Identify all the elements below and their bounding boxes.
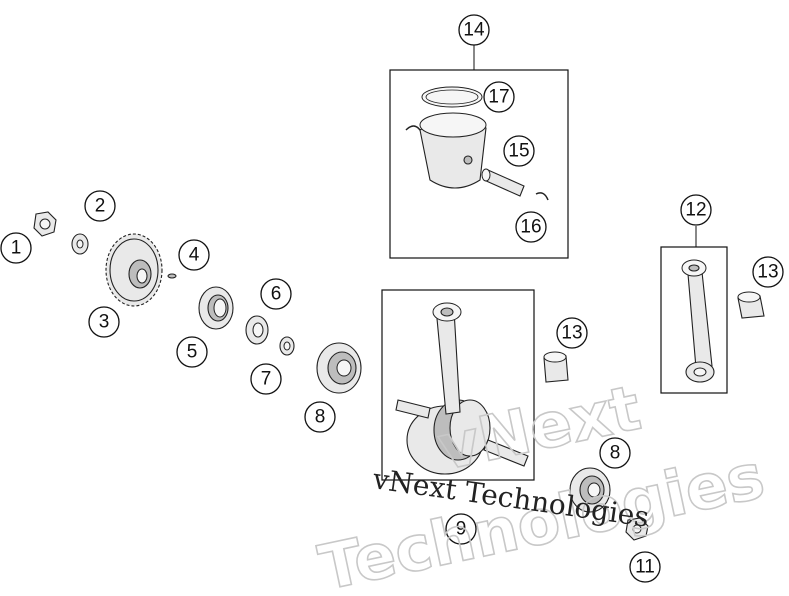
part-connecting-rod [681, 259, 715, 383]
part-key [167, 273, 177, 279]
svg-text:13: 13 [561, 323, 582, 344]
piston-group-frame [389, 69, 569, 259]
part-nut-right [625, 517, 649, 541]
svg-text:14: 14 [463, 20, 485, 41]
svg-text:2: 2 [95, 196, 106, 217]
part-piston-pin [481, 168, 525, 197]
callout-2: 2 [84, 190, 116, 222]
conrod-group-frame [660, 246, 728, 394]
part-primary-gear [105, 233, 163, 307]
svg-text:7: 7 [261, 369, 272, 390]
svg-text:17: 17 [488, 87, 509, 108]
part-bearing-left [316, 342, 362, 394]
svg-text:1: 1 [11, 238, 22, 259]
svg-text:8: 8 [315, 407, 326, 428]
svg-text:4: 4 [189, 245, 200, 266]
svg-text:8: 8 [610, 443, 621, 464]
svg-text:3: 3 [99, 312, 110, 333]
callout-15: 15 [503, 135, 535, 167]
callout-17: 17 [483, 81, 515, 113]
callout-13-right: 13 [752, 256, 784, 288]
svg-text:16: 16 [520, 217, 541, 238]
callout-5: 5 [176, 336, 208, 368]
svg-text:11: 11 [635, 557, 655, 578]
part-shim [245, 315, 269, 345]
part-piston [419, 112, 487, 189]
callout-11: 11 [629, 551, 661, 583]
part-bearing-right [569, 467, 611, 513]
part-piston-clip-left [405, 125, 421, 131]
crankshaft-group-frame [381, 289, 535, 481]
svg-text:9: 9 [456, 519, 467, 540]
part-nut [33, 211, 57, 237]
part-shaft-seal [198, 286, 234, 330]
callout-12: 12 [680, 194, 712, 226]
callout-6: 6 [260, 278, 292, 310]
svg-text:13: 13 [757, 262, 778, 283]
svg-text:12: 12 [685, 200, 706, 221]
callout-14: 14 [458, 14, 490, 46]
part-crankshaft [395, 302, 529, 475]
svg-text:5: 5 [187, 342, 198, 363]
callout-13-middle: 13 [556, 317, 588, 349]
callout-16: 16 [515, 211, 547, 243]
part-needle-bearing-middle [543, 351, 569, 383]
part-needle-bearing-right [737, 291, 765, 319]
callout-9: 9 [445, 513, 477, 545]
callout-3: 3 [88, 306, 120, 338]
callout-1: 1 [0, 232, 32, 264]
part-washer-2 [71, 233, 89, 255]
callout-4: 4 [178, 239, 210, 271]
part-ring-7 [279, 336, 295, 356]
callout-7: 7 [250, 363, 282, 395]
svg-text:15: 15 [508, 141, 529, 162]
svg-text:6: 6 [271, 284, 282, 305]
callout-8-right: 8 [599, 437, 631, 469]
callout-8-left: 8 [304, 401, 336, 433]
part-piston-clip-right [535, 192, 549, 201]
part-piston-ring [421, 86, 483, 108]
